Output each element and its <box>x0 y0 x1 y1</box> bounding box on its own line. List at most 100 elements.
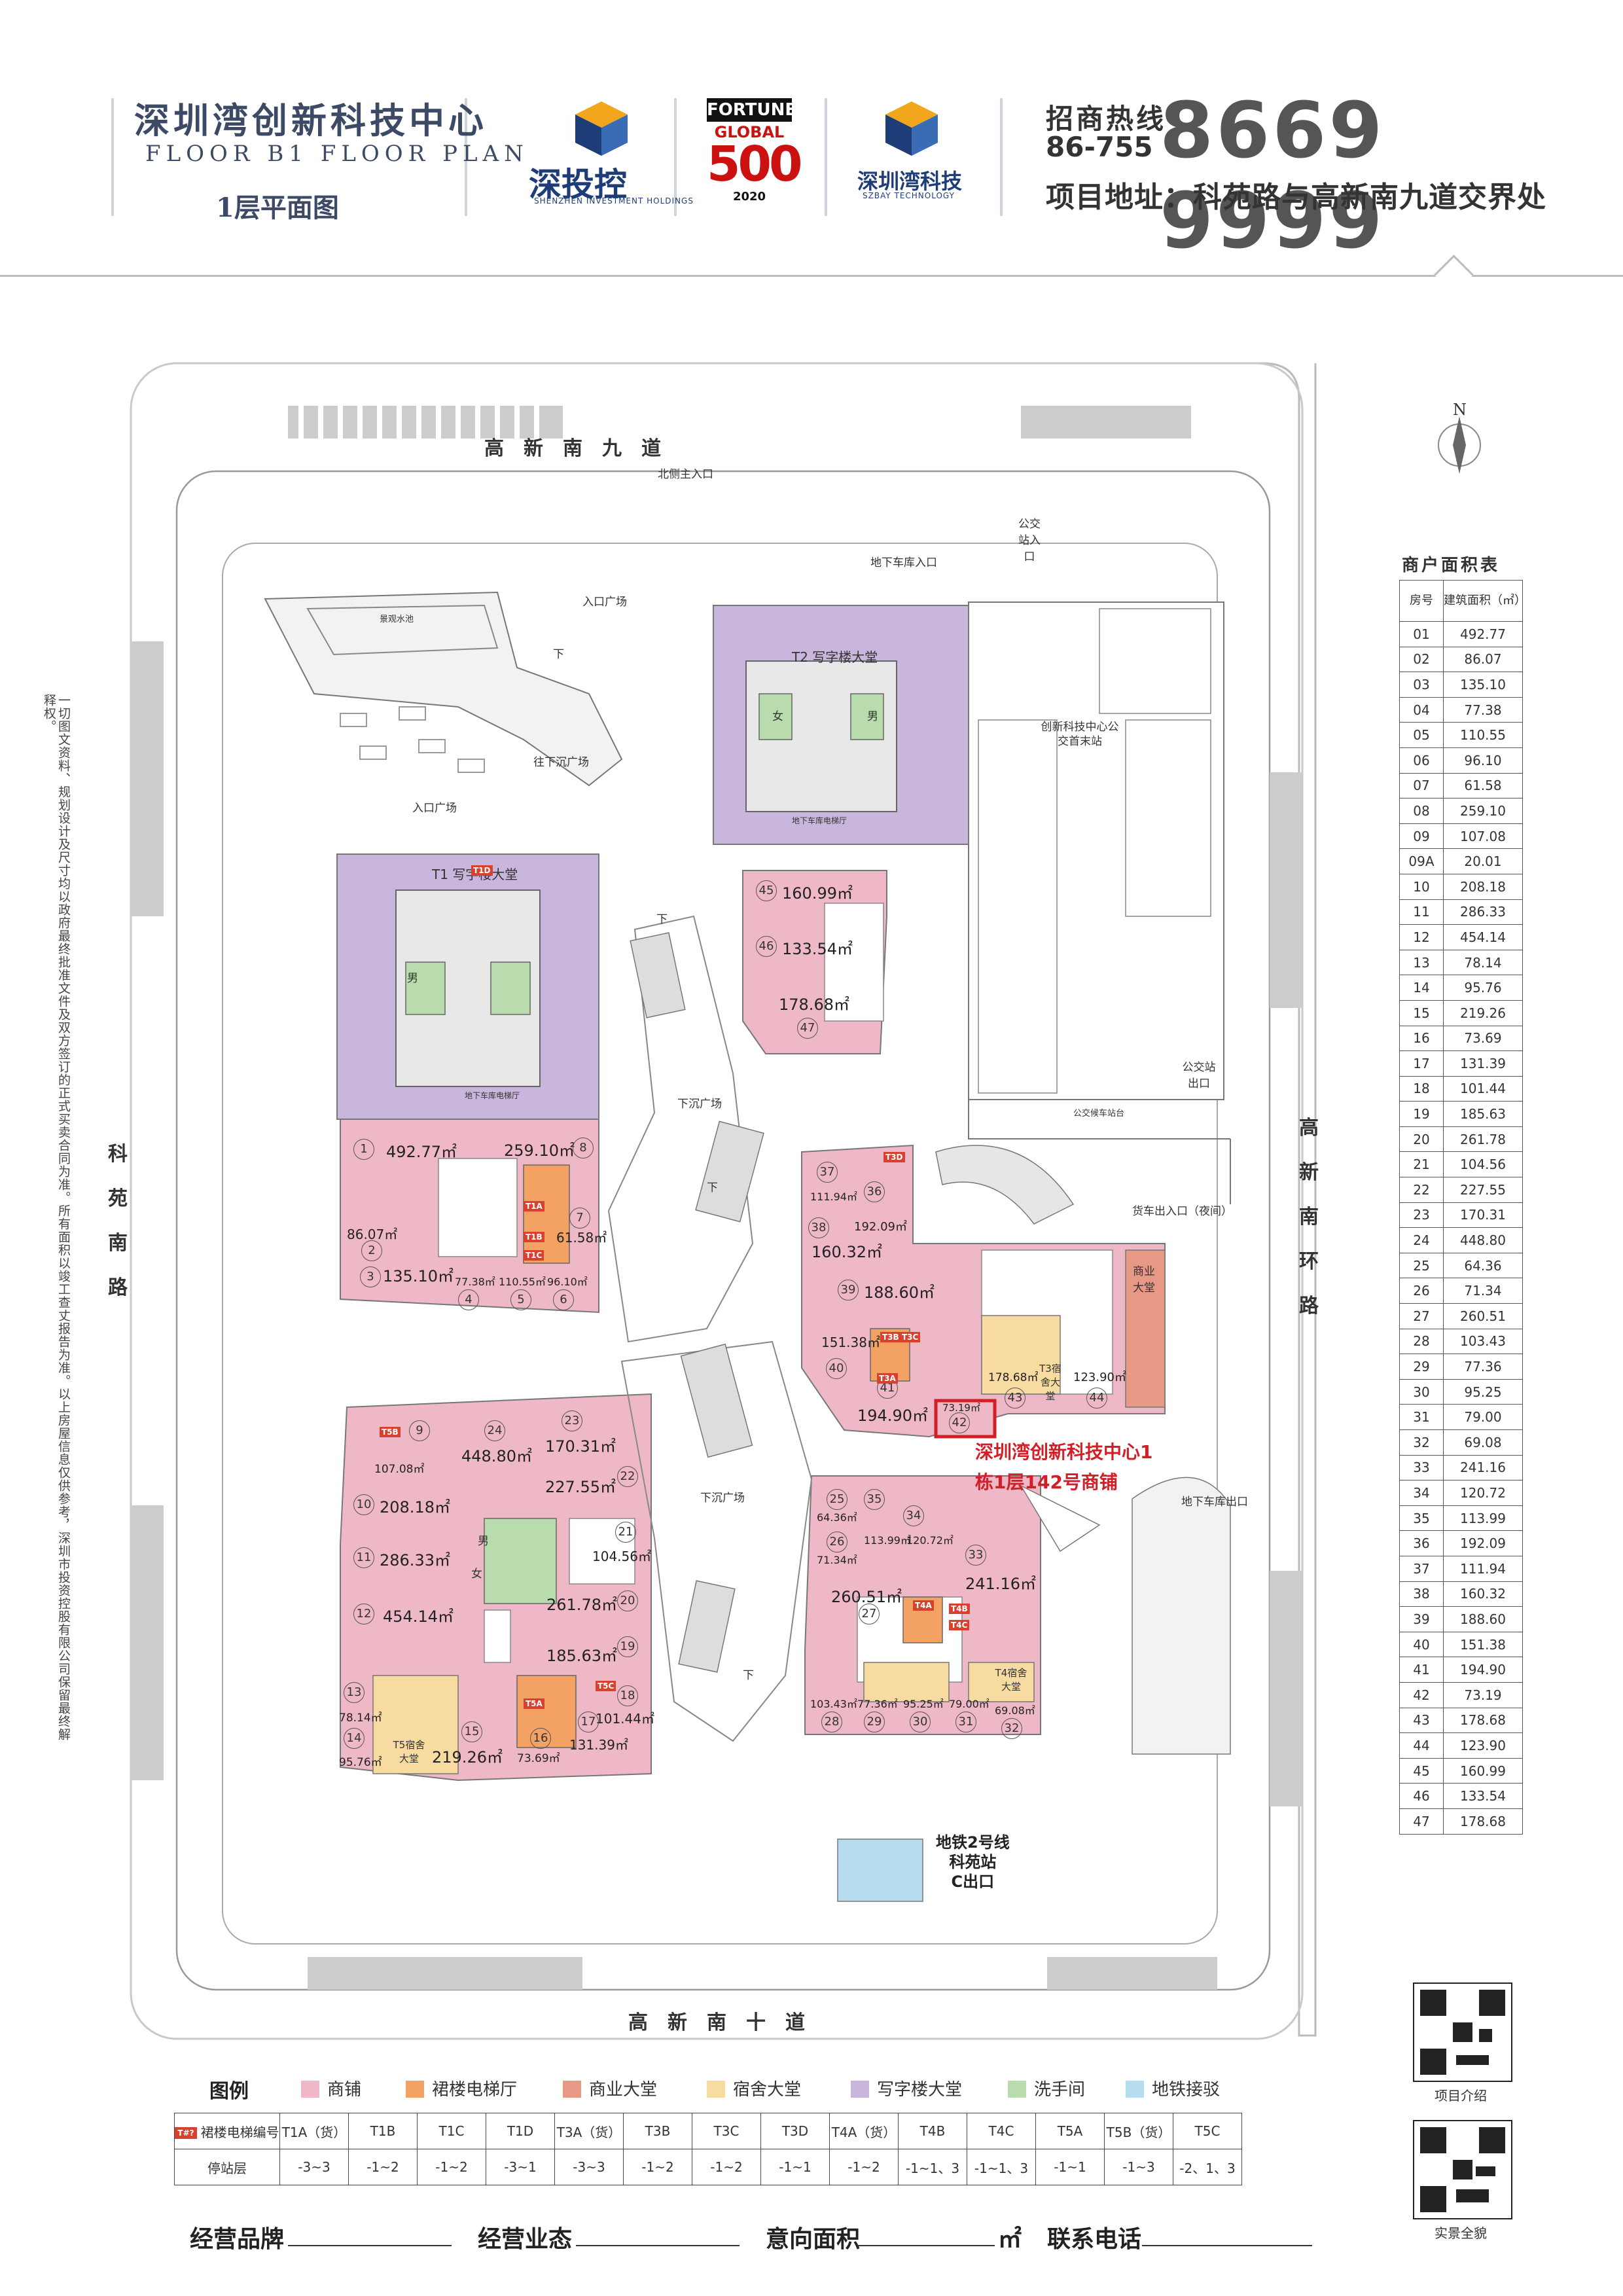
label-entry-plaza-1: 入口广场 <box>582 596 627 609</box>
elevator-col-name: T5C <box>1173 2113 1242 2149</box>
label-male-sw: 男 <box>478 1535 489 1548</box>
unit-badge-02: 2 <box>361 1240 382 1261</box>
label-down-1: 下 <box>553 648 564 661</box>
area-table-cell-no: 19 <box>1399 1101 1444 1127</box>
page-title-en: FLOOR B1 FLOOR PLAN <box>145 141 529 167</box>
road-north: 高新南九道 <box>484 437 681 460</box>
area-table-cell-area: 170.31 <box>1443 1202 1523 1229</box>
unit-area-27: 260.51㎡ <box>831 1588 902 1606</box>
form-business-label: 经营业态 <box>478 2226 573 2253</box>
area-table-cell-no: 23 <box>1399 1202 1444 1229</box>
area-table-cell-no: 42 <box>1399 1681 1444 1708</box>
unit-area-41: 194.90㎡ <box>857 1407 928 1425</box>
area-table-cell-area: 104.56 <box>1443 1151 1523 1178</box>
unit-area-29: 77.36㎡ <box>857 1698 898 1710</box>
unit-badge-16: 16 <box>530 1728 551 1749</box>
elevator-tag-t3b: T3B <box>880 1332 901 1342</box>
area-table-cell-area: 454.14 <box>1443 924 1523 950</box>
elevator-col-stops: -1~2 <box>692 2149 761 2185</box>
legend-label: 裙楼电梯厅 <box>432 2080 518 2100</box>
label-truck-entry: 货车出入口（夜间） <box>1132 1205 1232 1218</box>
project-address: 项目地址：科苑路与高新南九道交界处 <box>1046 181 1546 214</box>
unit-badge-31: 31 <box>955 1712 976 1732</box>
area-table-cell-area: 61.58 <box>1443 772 1523 799</box>
elevator-col-stops: -1~2 <box>623 2149 692 2185</box>
elevator-tag-t1d: T1D <box>471 865 493 876</box>
label-down-4: 下 <box>743 1669 754 1682</box>
elevator-col-stops: -1~3 <box>1104 2149 1173 2185</box>
area-table-cell-area: 86.07 <box>1443 646 1523 673</box>
legend-label: 地铁接驳 <box>1152 2080 1221 2100</box>
label-commercial-lobby: 商业大堂 <box>1133 1265 1155 1295</box>
unit-area-12: 454.14㎡ <box>383 1607 454 1626</box>
label-basement-hall-t1: 地下车库电梯厅 <box>465 1091 520 1100</box>
unit-badge-34: 34 <box>903 1505 924 1526</box>
unit-area-11: 286.33㎡ <box>380 1551 450 1570</box>
unit-badge-30: 30 <box>910 1712 931 1732</box>
elevator-tag-t4a: T4A <box>913 1600 934 1611</box>
label-t3-dorm: T3宿舍大堂 <box>1039 1363 1061 1402</box>
legend-item: 宿舍大堂 <box>707 2076 801 2100</box>
form-brand-line[interactable] <box>288 2245 452 2246</box>
elevator-col-stops: -3~1 <box>486 2149 555 2185</box>
elevator-code-tag: T#? <box>175 2126 197 2139</box>
area-table-cell-no: 08 <box>1399 798 1444 824</box>
unit-area-39: 188.60㎡ <box>864 1283 935 1302</box>
elevator-col-stops: -1~2 <box>417 2149 486 2185</box>
area-table-cell-area: 111.94 <box>1443 1555 1523 1582</box>
area-table-cell-area: 113.99 <box>1443 1505 1523 1532</box>
area-table-cell-no: 13 <box>1399 949 1444 976</box>
legend-item: 写字楼大堂 <box>851 2076 962 2100</box>
label-sunken-plaza-2: 下沉广场 <box>700 1492 745 1505</box>
unit-area-15: 219.26㎡ <box>432 1748 503 1767</box>
unit-area-44: 123.90㎡ <box>1073 1371 1126 1384</box>
highlight-callout: 深圳湾创新科技中心1 栋1层142号商铺 <box>975 1437 1152 1498</box>
area-table-cell-area: 208.18 <box>1443 873 1523 900</box>
szbay-logo-en: SZBAY TECHNOLOGY <box>863 191 955 200</box>
unit-area-43: 178.68㎡ <box>988 1371 1039 1384</box>
label-male-t1: 男 <box>407 972 418 985</box>
unit-badge-10: 10 <box>353 1494 374 1515</box>
qr-caption-2: 实景全貌 <box>1435 2225 1487 2241</box>
szbay-logo-cube-icon <box>885 101 938 156</box>
area-table-cell-area: 131.39 <box>1443 1050 1523 1077</box>
area-table-cell-no: 07 <box>1399 772 1444 799</box>
unit-area-04: 77.38㎡ <box>455 1276 495 1288</box>
szbay-logo-text: 深圳湾科技 <box>857 169 963 194</box>
unit-area-42: 73.19㎡ <box>942 1402 980 1414</box>
elevator-tag-t1a: T1A <box>524 1201 544 1211</box>
label-t4-dorm: T4宿舍大堂 <box>995 1667 1027 1693</box>
callout-line-2: 栋1层142号商铺 <box>975 1471 1118 1493</box>
form-area-line[interactable] <box>857 2245 995 2246</box>
area-table-cell-no: 40 <box>1399 1631 1444 1658</box>
area-table-cell-area: 194.90 <box>1443 1657 1523 1683</box>
fortune-500: 500 <box>707 136 802 192</box>
unit-area-19: 185.63㎡ <box>546 1647 617 1665</box>
unit-badge-11: 11 <box>353 1547 374 1568</box>
unit-area-30: 95.25㎡ <box>903 1698 944 1710</box>
fortune-global: GLOBAL <box>714 123 785 141</box>
elevator-col-name: T4B <box>898 2113 967 2149</box>
form-area-label: 意向面积 <box>766 2226 861 2253</box>
unit-badge-39: 39 <box>838 1280 859 1300</box>
legend-label: 写字楼大堂 <box>877 2080 963 2100</box>
form-area-unit: ㎡ <box>998 2226 1022 2253</box>
unit-area-21: 104.56㎡ <box>592 1549 651 1564</box>
area-table-cell-no: 25 <box>1399 1252 1444 1279</box>
legend-item: 洗手间 <box>1008 2076 1085 2100</box>
form-phone-line[interactable] <box>1142 2245 1312 2246</box>
unit-area-46: 133.54㎡ <box>782 940 853 958</box>
elevator-tag-t1b: T1B <box>524 1232 544 1242</box>
area-table-cell-no: 05 <box>1399 722 1444 748</box>
road-east: 高新南环路 <box>1299 1117 1319 1318</box>
form-business-line[interactable] <box>576 2245 740 2246</box>
